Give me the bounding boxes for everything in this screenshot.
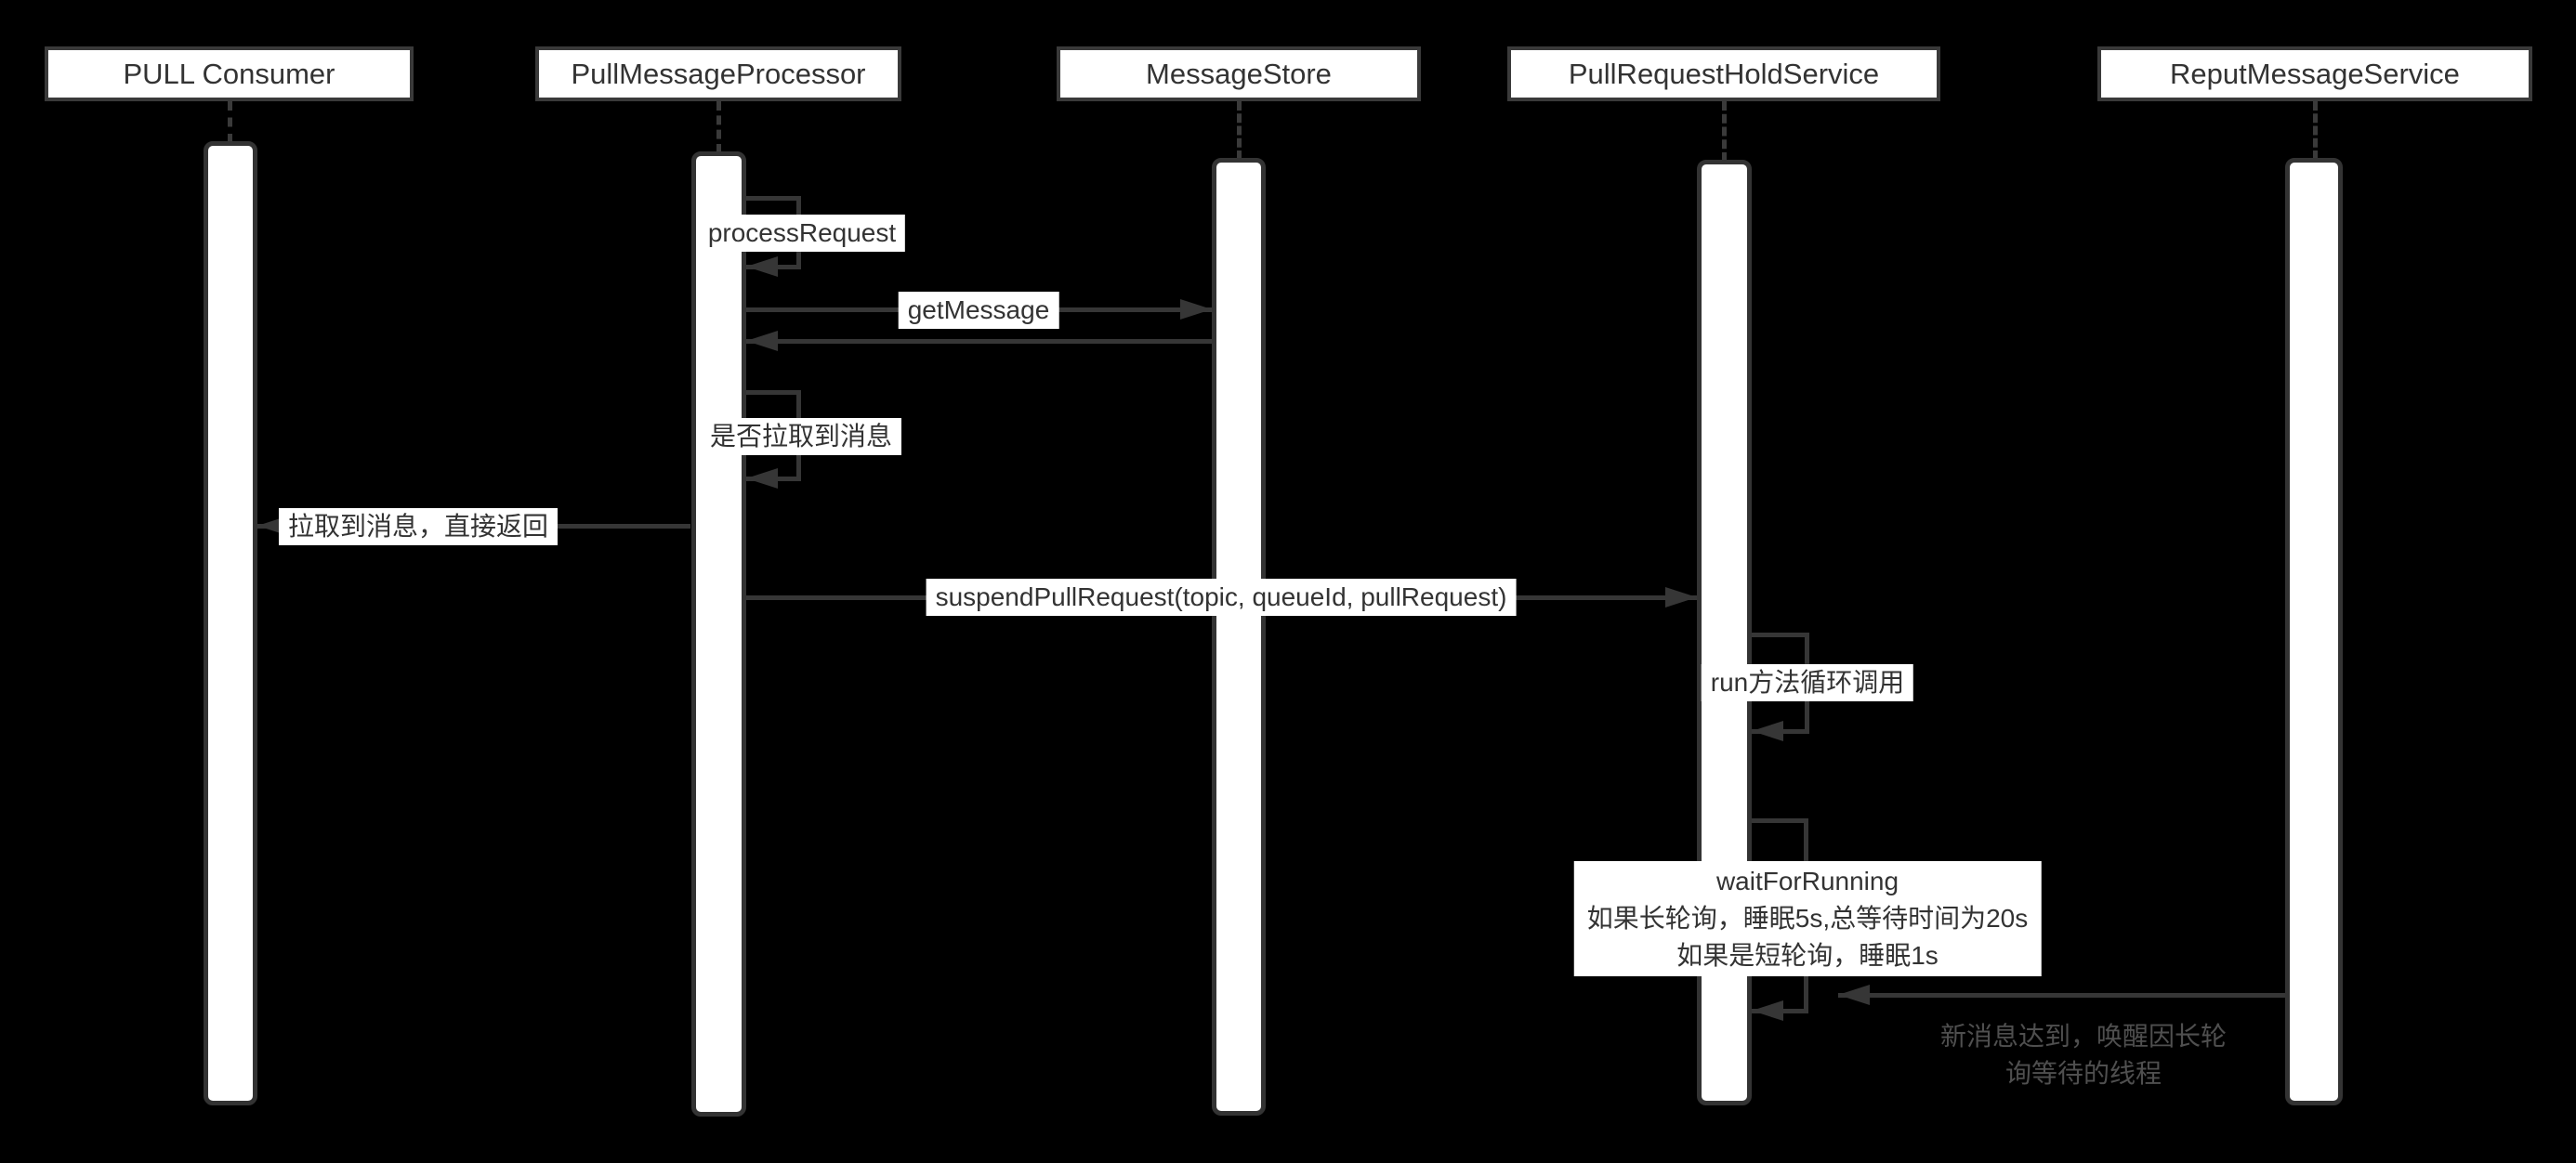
- participant-label: PULL Consumer: [123, 57, 335, 90]
- message-line: [1838, 993, 2285, 998]
- message-line: [746, 339, 1212, 344]
- participant-header-pull-consumer: PULL Consumer: [45, 46, 414, 101]
- arrowhead-left-icon: [746, 331, 778, 351]
- message-label: processRequest: [698, 215, 906, 252]
- lifeline-pull-message-processor: [716, 101, 721, 153]
- activation-bar-pull-message-processor: [691, 151, 746, 1117]
- participant-header-pull-message-processor: PullMessageProcessor: [535, 46, 901, 101]
- activation-bar-message-store: [1212, 158, 1266, 1116]
- message-label: 是否拉取到消息: [700, 418, 902, 455]
- arrowhead-left-icon: [1752, 1000, 1783, 1021]
- lifeline-message-store: [1237, 101, 1242, 160]
- arrowhead-left-icon: [746, 256, 778, 277]
- lifeline-pull-request-hold-service: [1722, 101, 1727, 162]
- activation-bar-pull-consumer: [204, 141, 257, 1105]
- message-label: waitForRunning 如果长轮询，睡眠5s,总等待时间为20s 如果是短…: [1573, 861, 2042, 976]
- message-label: suspendPullRequest(topic, queueId, pullR…: [926, 579, 1517, 616]
- participant-header-pull-request-hold-service: PullRequestHoldService: [1507, 46, 1940, 101]
- arrowhead-right-icon: [1665, 587, 1697, 608]
- arrowhead-left-icon: [1838, 985, 1870, 1005]
- participant-label: MessageStore: [1146, 57, 1332, 90]
- message-label: getMessage: [898, 292, 1059, 329]
- arrowhead-left-icon: [1752, 721, 1783, 741]
- participant-header-reput-message-service: ReputMessageService: [2097, 46, 2532, 101]
- participant-label: PullRequestHoldService: [1568, 57, 1880, 90]
- message-label: run方法循环调用: [1701, 664, 1914, 701]
- lifeline-reput-message-service: [2313, 101, 2318, 160]
- participant-label: ReputMessageService: [2170, 57, 2460, 90]
- participant-label: PullMessageProcessor: [571, 57, 866, 90]
- message-label: 拉取到消息，直接返回: [278, 508, 559, 545]
- activation-bar-reput-message-service: [2285, 158, 2343, 1105]
- message-label: 新消息达到，唤醒因长轮 询等待的线程: [1939, 1022, 2228, 1088]
- arrowhead-left-icon: [746, 468, 778, 489]
- lifeline-pull-consumer: [228, 101, 232, 143]
- participant-header-message-store: MessageStore: [1057, 46, 1421, 101]
- arrowhead-right-icon: [1180, 299, 1212, 320]
